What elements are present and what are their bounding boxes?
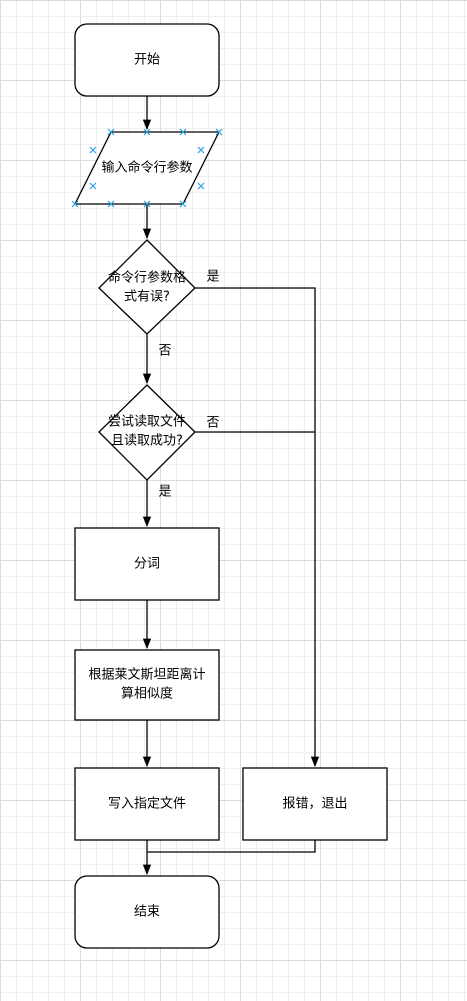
- node-check-file-label-line1: 尝试读取文件: [108, 415, 186, 430]
- node-similarity[interactable]: 根据莱文斯坦距离计 算相似度: [74, 649, 220, 721]
- selection-handles[interactable]: [71, 128, 223, 208]
- edge-label-file-no: 否: [206, 416, 219, 431]
- node-check-file[interactable]: 尝试读取文件 且读取成功?: [98, 384, 196, 481]
- node-similarity-label-line2: 算相似度: [121, 686, 173, 702]
- node-start[interactable]: 开始: [74, 23, 220, 97]
- connectors: [142, 96, 320, 876]
- node-start-label: 开始: [134, 53, 160, 68]
- node-check-args[interactable]: 命令行参数格 式有误?: [98, 239, 196, 335]
- edge-label-args-yes: 是: [206, 270, 219, 285]
- node-check-args-label-line2: 式有误?: [124, 290, 170, 305]
- node-error-exit[interactable]: 报错，退出: [242, 767, 388, 841]
- node-check-args-label-line1: 命令行参数格: [108, 270, 186, 286]
- node-similarity-label-line1: 根据莱文斯坦距离计: [88, 667, 205, 683]
- edge-check-args-yes: [195, 287, 320, 768]
- node-tokenize[interactable]: 分词: [74, 527, 220, 601]
- node-write-file-label: 写入指定文件: [108, 797, 186, 812]
- node-write-file[interactable]: 写入指定文件: [74, 767, 220, 841]
- node-input[interactable]: 输入命令行参数: [71, 128, 223, 208]
- edge-error-to-end: [147, 840, 316, 853]
- node-error-exit-label: 报错，退出: [282, 797, 347, 812]
- edge-label-args-no: 否: [158, 344, 171, 359]
- node-end-label: 结束: [134, 905, 160, 920]
- node-tokenize-label: 分词: [134, 557, 160, 572]
- edge-label-file-yes: 是: [158, 485, 171, 500]
- node-check-file-label-line2: 且读取成功?: [111, 434, 183, 449]
- node-end[interactable]: 结束: [74, 875, 220, 949]
- node-input-label: 输入命令行参数: [101, 160, 192, 176]
